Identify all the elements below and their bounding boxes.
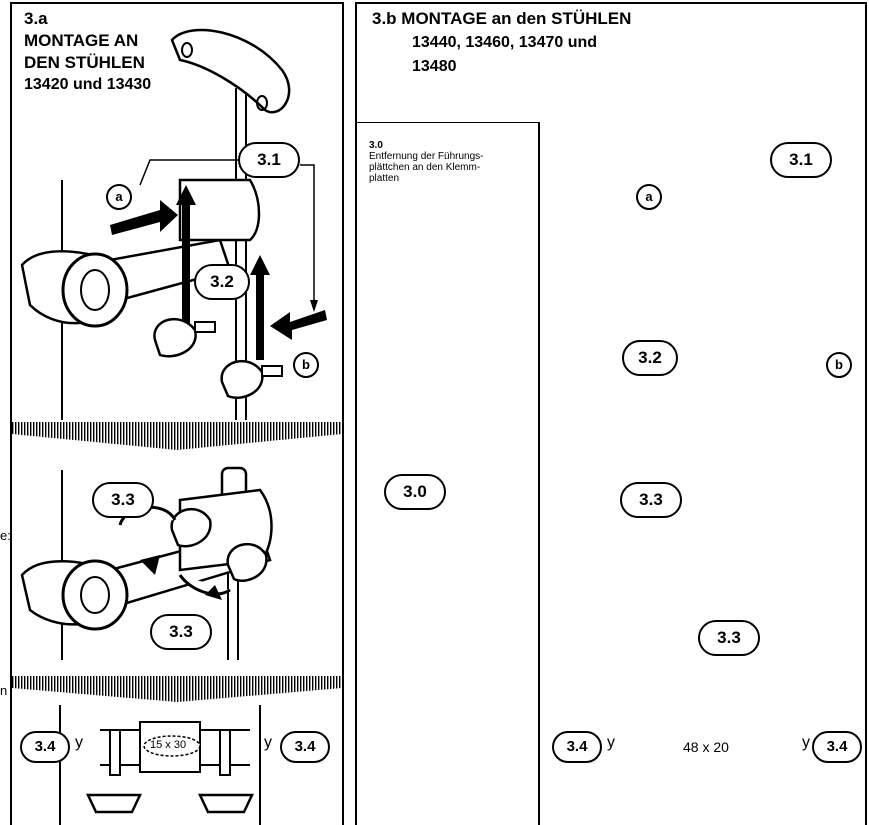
panel-a-step-33-top: 3.3 <box>92 482 154 518</box>
inset-heading: 3.0 <box>369 140 383 151</box>
panel-3b <box>355 2 867 825</box>
inset-frame <box>357 122 540 825</box>
panel-b-step-32: 3.2 <box>622 340 678 376</box>
backrest-shape <box>170 28 291 114</box>
panel-a-title-line1: 3.a <box>24 9 48 28</box>
panel-b-label-b: b <box>826 352 852 378</box>
panel-b-title-line2: 13440, 13460, 13470 und <box>412 34 598 51</box>
panel-a-tube-dimension: 15 x 30 <box>150 739 187 751</box>
panel-a-step-34-right: 3.4 <box>280 731 330 763</box>
panel-a-title-line4: 13420 und 13430 <box>24 76 152 93</box>
inset-step-30: 3.0 <box>384 474 446 510</box>
panel-b-title-line1: 3.b MONTAGE an den STÜHLEN <box>372 9 632 28</box>
panel-b-step-33-bottom: 3.3 <box>698 620 760 656</box>
panel-b-y-left: y <box>607 734 615 751</box>
panel-a-step-33-bottom: 3.3 <box>150 614 212 650</box>
panel-a-step-34-left: 3.4 <box>20 731 70 763</box>
margin-fragment-1: e: <box>0 528 11 543</box>
panel-a-y-right: y <box>264 734 272 751</box>
panel-b-step-33-top: 3.3 <box>620 482 682 518</box>
panel-b-tube-dimension: 48 x 20 <box>683 739 729 755</box>
panel-a-y-left: y <box>75 734 83 751</box>
panel-a-step-31: 3.1 <box>238 142 300 178</box>
panel-a-label-b: b <box>293 352 319 378</box>
panel-a-title-line3: DEN STÜHLEN <box>24 53 145 72</box>
panel-a-label-a: a <box>106 184 132 210</box>
panel-b-label-a: a <box>636 184 662 210</box>
inset-desc-line1: Entfernung der Führungs- <box>369 151 484 162</box>
panel-b-step-34-right: 3.4 <box>812 731 862 763</box>
inset-desc-line3: platten <box>369 173 400 184</box>
panel-b-y-right: y <box>802 734 810 751</box>
panel-a-title-line2: MONTAGE AN <box>24 31 139 50</box>
panel-b-step-34-left: 3.4 <box>552 731 602 763</box>
panel-a-step-32: 3.2 <box>194 264 250 300</box>
inset-desc-line2: plättchen an den Klemm- <box>369 162 481 173</box>
margin-fragment-2: n <box>0 683 8 698</box>
panel-b-title-line3: 13480 <box>412 58 457 75</box>
panel-b-step-31: 3.1 <box>770 142 832 178</box>
